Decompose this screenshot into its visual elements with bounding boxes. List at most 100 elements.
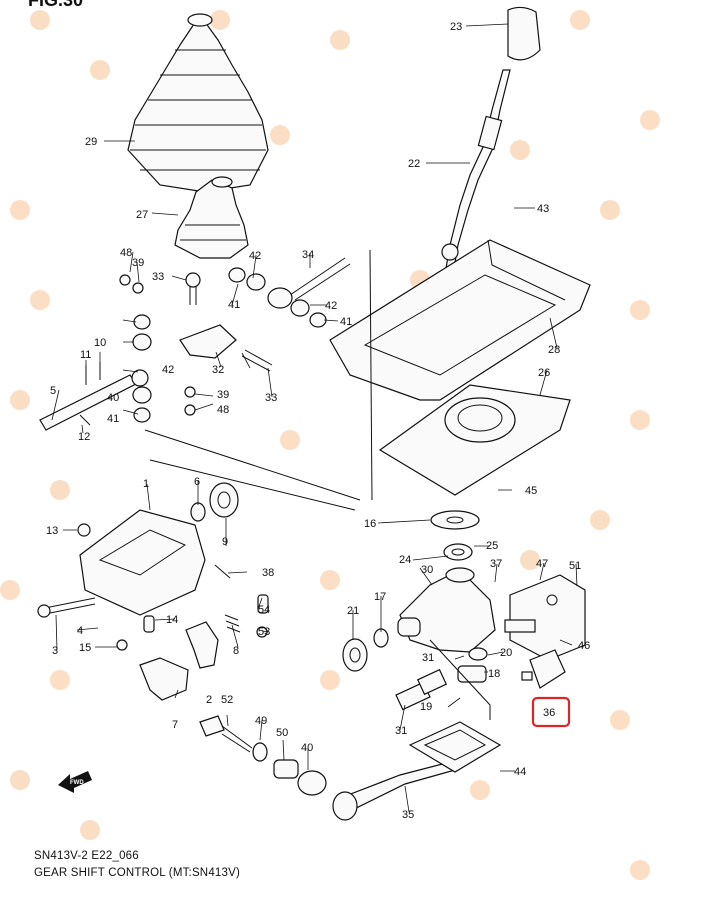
callout: 52 <box>221 694 233 706</box>
callout: 31 <box>395 725 407 737</box>
callout: 40 <box>107 392 119 404</box>
callout: 33 <box>265 392 277 404</box>
callout: 42 <box>325 300 337 312</box>
part-34-pin <box>289 257 351 301</box>
fwd-label: FWD <box>70 780 84 786</box>
callout: 49 <box>255 715 267 727</box>
callout: 23 <box>450 21 462 33</box>
callout: 1 <box>143 478 149 490</box>
callout: 41 <box>340 316 352 328</box>
part-16-washer <box>430 510 480 530</box>
callout: 12 <box>78 431 90 443</box>
part-31-bearing <box>395 668 448 711</box>
callout: 9 <box>222 536 228 548</box>
callout: 15 <box>79 642 91 654</box>
callout: 53 <box>258 626 270 638</box>
part-35-shift-rod <box>332 761 456 821</box>
callout: 39 <box>132 257 144 269</box>
callout: 42 <box>249 250 261 262</box>
part-1-case <box>79 509 206 616</box>
callout: 41 <box>107 413 119 425</box>
callout: 31 <box>422 652 434 664</box>
part-14-plug <box>143 615 155 633</box>
callout: 17 <box>374 591 386 603</box>
callout: 18 <box>488 668 500 680</box>
part-29-shift-boot <box>127 13 269 193</box>
callout: 2 <box>206 694 212 706</box>
fwd-direction-icon: FWD <box>58 771 92 793</box>
callout: 24 <box>399 554 411 566</box>
part-28-lever-bracket <box>329 239 591 401</box>
callout: 26 <box>538 367 550 379</box>
part-15-ball <box>116 639 128 651</box>
callout: 13 <box>46 525 58 537</box>
callout: 10 <box>94 337 106 349</box>
callout: 3 <box>52 645 58 657</box>
callout: 30 <box>421 564 433 576</box>
part-47-46-mount-bracket <box>504 574 586 661</box>
part-40-bearing-lower <box>297 770 327 796</box>
callout: 27 <box>136 209 148 221</box>
callout: 25 <box>486 540 498 552</box>
part-26-cover-plate <box>378 384 571 496</box>
part-49-washer <box>252 742 268 762</box>
callout: 20 <box>500 647 512 659</box>
callout: 6 <box>194 476 200 488</box>
figure-code: SN413V-2 E22_066 <box>34 850 139 862</box>
part-6-ring <box>190 502 206 522</box>
callout: 36 <box>543 707 555 719</box>
part-18-collar <box>457 665 487 683</box>
callout: 35 <box>402 809 414 821</box>
callout: 43 <box>537 203 549 215</box>
callout: 45 <box>525 485 537 497</box>
callout: 33 <box>152 271 164 283</box>
callout: 28 <box>548 344 560 356</box>
callout: 8 <box>233 645 239 657</box>
callout: 7 <box>172 719 178 731</box>
callout: 42 <box>162 364 174 376</box>
part-8-spring <box>224 614 241 633</box>
callout: 48 <box>217 404 229 416</box>
callout: 11 <box>80 349 91 361</box>
gasket-plate <box>408 721 502 773</box>
part-52-bolt <box>199 715 253 753</box>
figure-name: GEAR SHIFT CONTROL (MT:SN413V) <box>34 867 241 879</box>
part-21-bushing <box>342 638 368 672</box>
part-20-bushing <box>468 647 488 661</box>
callout: 4 <box>77 625 83 637</box>
callout: 22 <box>408 158 420 170</box>
callout: 39 <box>217 389 229 401</box>
callout: 21 <box>347 605 359 617</box>
callout: 40 <box>301 742 313 754</box>
callout: 47 <box>536 558 548 570</box>
callout: 46 <box>578 640 590 652</box>
part-27-inner-boot <box>174 176 249 259</box>
callout: 37 <box>490 558 502 570</box>
callout: 50 <box>276 727 288 739</box>
callout: 48 <box>120 247 132 259</box>
leader-lines <box>51 23 578 813</box>
part-36-rubber-mount <box>521 649 566 689</box>
part-2-select-lever <box>185 621 219 669</box>
part-39-48-nut <box>119 274 196 416</box>
callout-labels: 23 22 43 28 29 27 26 45 48 39 33 42 34 4… <box>46 21 590 821</box>
part-9-bushing <box>209 482 239 518</box>
assembly-guide-lines <box>144 249 491 720</box>
part-5-shift-rod-upper <box>39 369 149 431</box>
watermark-layer <box>0 10 660 880</box>
callout: 5 <box>50 385 56 397</box>
callout: 34 <box>302 249 314 261</box>
part-3-4-pin <box>37 597 96 618</box>
part-24-25-seat <box>443 543 473 561</box>
callout: 19 <box>420 701 432 713</box>
figure-caption: SN413V-2 E22_066 GEAR SHIFT CONTROL (MT:… <box>34 848 240 882</box>
part-30-lever-housing <box>397 567 496 653</box>
callout: 51 <box>569 560 581 572</box>
part-7-shift-arm <box>139 657 189 701</box>
part-33-pin <box>185 272 273 372</box>
part-38-pin <box>214 564 231 579</box>
part-23-knob <box>507 6 541 61</box>
figure-title: FIG.30 <box>28 0 84 10</box>
part-13-bolt <box>77 523 91 537</box>
